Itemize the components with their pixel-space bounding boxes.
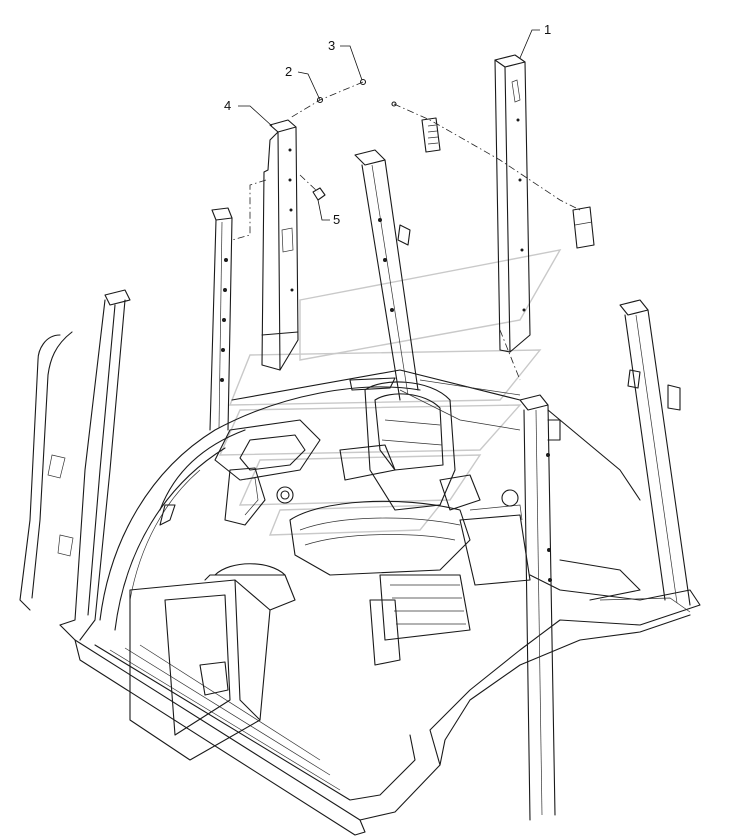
front-console [129,563,296,761]
part-5-clip [312,187,326,201]
connector-block [421,117,441,153]
right-rear-pillar [619,299,691,606]
rear-center-pillar [519,394,561,821]
watermark-logo [218,249,562,536]
clip-housing [572,206,595,249]
callout-leaders [238,29,540,221]
front-left-pillar [209,207,233,431]
cab-upper-frame [231,369,641,501]
callout-1: 1 [544,22,551,37]
part-3-screw [359,78,367,86]
part-2-fastener [316,96,324,104]
cab-floor [59,574,701,836]
callout-3: 3 [328,38,335,53]
right-fender [459,489,641,601]
part-4-trim-strip [261,119,299,371]
part-1-trim-strip [494,54,531,353]
dashboard-panel [99,386,421,631]
left-rear-pillar [19,289,131,641]
operator-seat [289,381,481,666]
callout-2: 2 [285,64,292,79]
callout-4: 4 [224,98,231,113]
small-screw [391,101,397,107]
front-right-pillar [354,149,419,401]
callout-5: 5 [333,212,340,227]
